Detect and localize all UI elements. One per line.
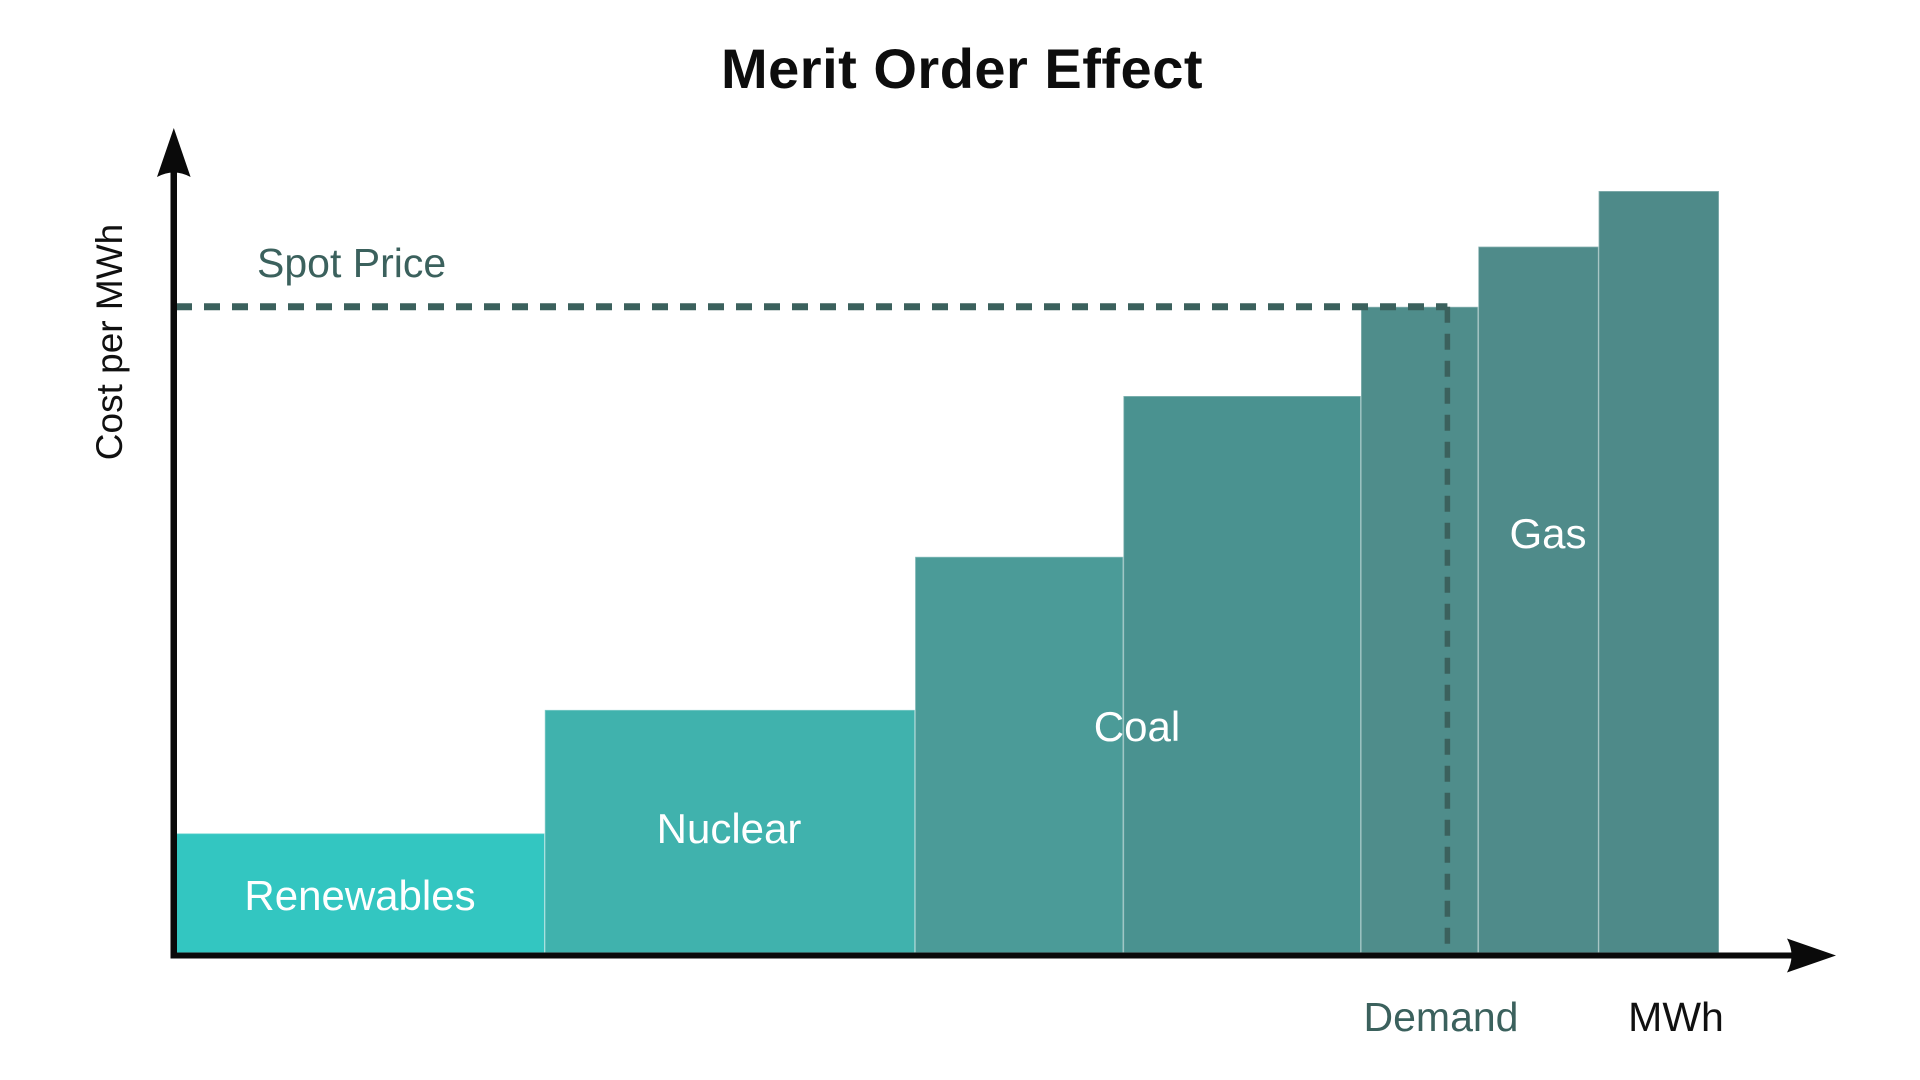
bar-label-gas: Gas bbox=[1509, 510, 1586, 557]
bar-gas-step-2 bbox=[1477, 245, 1600, 954]
x-axis-unit-label: MWh bbox=[1628, 994, 1724, 1040]
bar-gas-step-3 bbox=[1597, 190, 1720, 954]
bar-nuclear bbox=[544, 709, 916, 954]
bar-label-renewables: Renewables bbox=[244, 872, 475, 919]
bar-gas-step-1 bbox=[1360, 306, 1480, 954]
bar-coal-step-2 bbox=[1122, 395, 1362, 954]
bar-label-nuclear: Nuclear bbox=[657, 805, 802, 852]
y-axis-line bbox=[170, 160, 177, 956]
bar-renewables bbox=[175, 832, 546, 954]
bar-labels-layer: Renewables Nuclear Coal Gas bbox=[244, 510, 1586, 919]
bar-coal-step-1 bbox=[914, 556, 1125, 954]
x-axis-line bbox=[170, 952, 1796, 959]
x-axis-arrowhead-icon bbox=[1787, 938, 1836, 973]
y-axis-arrowhead-icon bbox=[157, 128, 191, 177]
chart-title: Merit Order Effect bbox=[721, 37, 1203, 100]
spot-price-label: Spot Price bbox=[257, 240, 446, 286]
demand-label: Demand bbox=[1364, 994, 1519, 1040]
y-axis-label: Cost per MWh bbox=[89, 224, 130, 460]
bar-label-coal: Coal bbox=[1094, 703, 1180, 750]
bars-layer bbox=[175, 190, 1720, 954]
